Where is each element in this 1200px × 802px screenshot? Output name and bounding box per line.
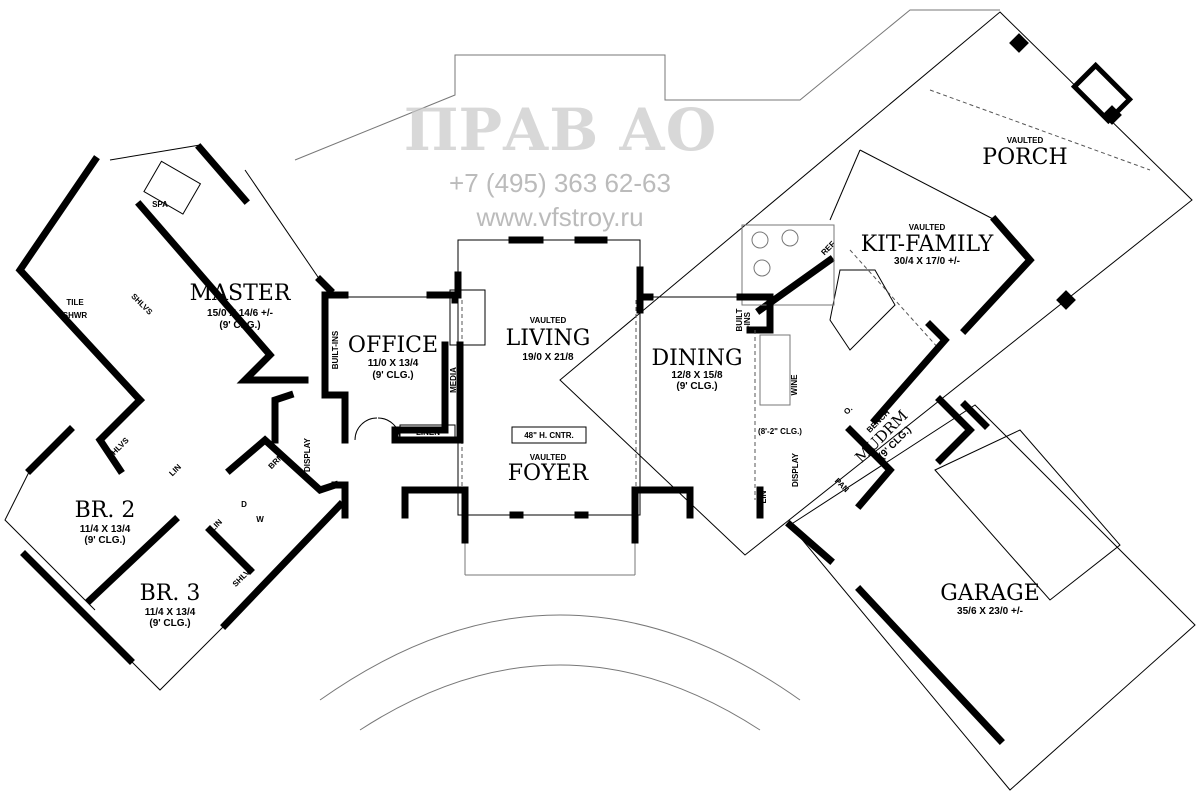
room-size: 35/6 X 23/0 +/- (957, 606, 1023, 617)
room-name: GARAGE (940, 581, 1040, 606)
front-entries (331, 481, 764, 544)
room-size: 11/4 X 13/4 (145, 607, 196, 618)
room-size: 11/0 X 13/4 (368, 358, 419, 369)
room-name: BR. 3 (140, 581, 201, 606)
room-prefix: VAULTED (909, 223, 946, 232)
center-label: 48" H. CNTR. (524, 431, 574, 440)
ins-label: -INS (743, 311, 752, 328)
room-name: BR. 2 (75, 498, 136, 523)
dining (636, 293, 791, 500)
room-prefix: VAULTED (1007, 136, 1044, 145)
oven-label: O. (842, 404, 854, 416)
display-label: DISPLAY (791, 452, 800, 487)
media-label: MEDIA (449, 367, 458, 393)
room-porch: VAULTED PORCH (982, 136, 1067, 170)
room-name: FOYER (508, 461, 590, 486)
room-ceiling: (9' CLG.) (84, 535, 125, 546)
office (321, 291, 464, 444)
room-ceiling: (9' CLG.) (219, 320, 260, 331)
counter-box (511, 426, 587, 444)
shelves-label: SHLVS (129, 292, 154, 317)
watermark: ПРАВ АО +7 (495) 363 62-63 www.vfstroy.r… (404, 96, 717, 232)
display-label: DISPLAY (303, 437, 312, 472)
room-name: KIT-FAMILY (861, 232, 994, 257)
porch (559, 11, 1193, 556)
room-br3: BR. 3 11/4 X 13/4 (9' CLG.) (140, 581, 201, 629)
watermark-phone: +7 (495) 363 62-63 (449, 168, 671, 198)
room-office: OFFICE 11/0 X 13/4 (9' CLG.) (348, 333, 438, 381)
room-size: 12/8 X 15/8 (671, 370, 723, 381)
room-name: MASTER (190, 281, 292, 306)
wine-label: WINE (790, 374, 799, 396)
bedroom-wing (4, 143, 345, 691)
watermark-url: www.vfstroy.ru (475, 202, 643, 232)
linen-label: LINEN (416, 428, 440, 437)
shower-label: SHWR (63, 311, 88, 320)
pantry-label: PAN (833, 476, 851, 494)
room-foyer: VAULTED FOYER (508, 453, 590, 486)
watermark-logo: ПРАВ АО (404, 96, 717, 164)
room-garage: GARAGE 35/6 X 23/0 +/- (940, 581, 1040, 617)
room-name: LIVING (506, 326, 591, 351)
room-ceiling: (9' CLG.) (372, 370, 413, 381)
room-kitchen: VAULTED KIT-FAMILY 30/4 X 17/0 +/- (861, 223, 994, 267)
room-living: VAULTED LIVING 19/0 X 21/8 (506, 316, 591, 363)
room-name: PORCH (982, 145, 1067, 170)
spa-label: SPA (152, 200, 168, 209)
shelves-label: SHLVS (106, 435, 131, 460)
room-prefix: VAULTED (530, 453, 567, 462)
room-name: DINING (651, 346, 742, 371)
room-master: MASTER 15/0 X 14/6 +/- (9' CLG.) (190, 281, 292, 331)
garage (785, 400, 1196, 791)
built-label: BUILT (735, 308, 744, 331)
ceiling-label: (8'-2" CLG.) (758, 427, 802, 436)
lin-label: LIN (167, 462, 183, 478)
room-size: 11/4 X 13/4 (80, 524, 131, 535)
washer-label: W (256, 515, 264, 524)
room-size: 19/0 X 21/8 (522, 352, 574, 363)
room-name: OFFICE (348, 333, 438, 358)
room-size: 30/4 X 17/0 +/- (894, 256, 960, 267)
room-ceiling: (9' CLG.) (149, 618, 190, 629)
room-ceiling: (9' CLG.) (676, 381, 717, 392)
lin-label: LIN (759, 490, 768, 503)
built-ins-label: BUILT-INS (331, 330, 340, 369)
room-prefix: VAULTED (530, 316, 567, 325)
dryer-label: D (241, 500, 247, 509)
room-size: 15/0 X 14/6 +/- (207, 308, 273, 319)
tile-label: TILE (66, 298, 84, 307)
room-br2: BR. 2 11/4 X 13/4 (9' CLG.) (75, 498, 136, 546)
room-dining: DINING 12/8 X 15/8 (9' CLG.) (651, 346, 742, 392)
